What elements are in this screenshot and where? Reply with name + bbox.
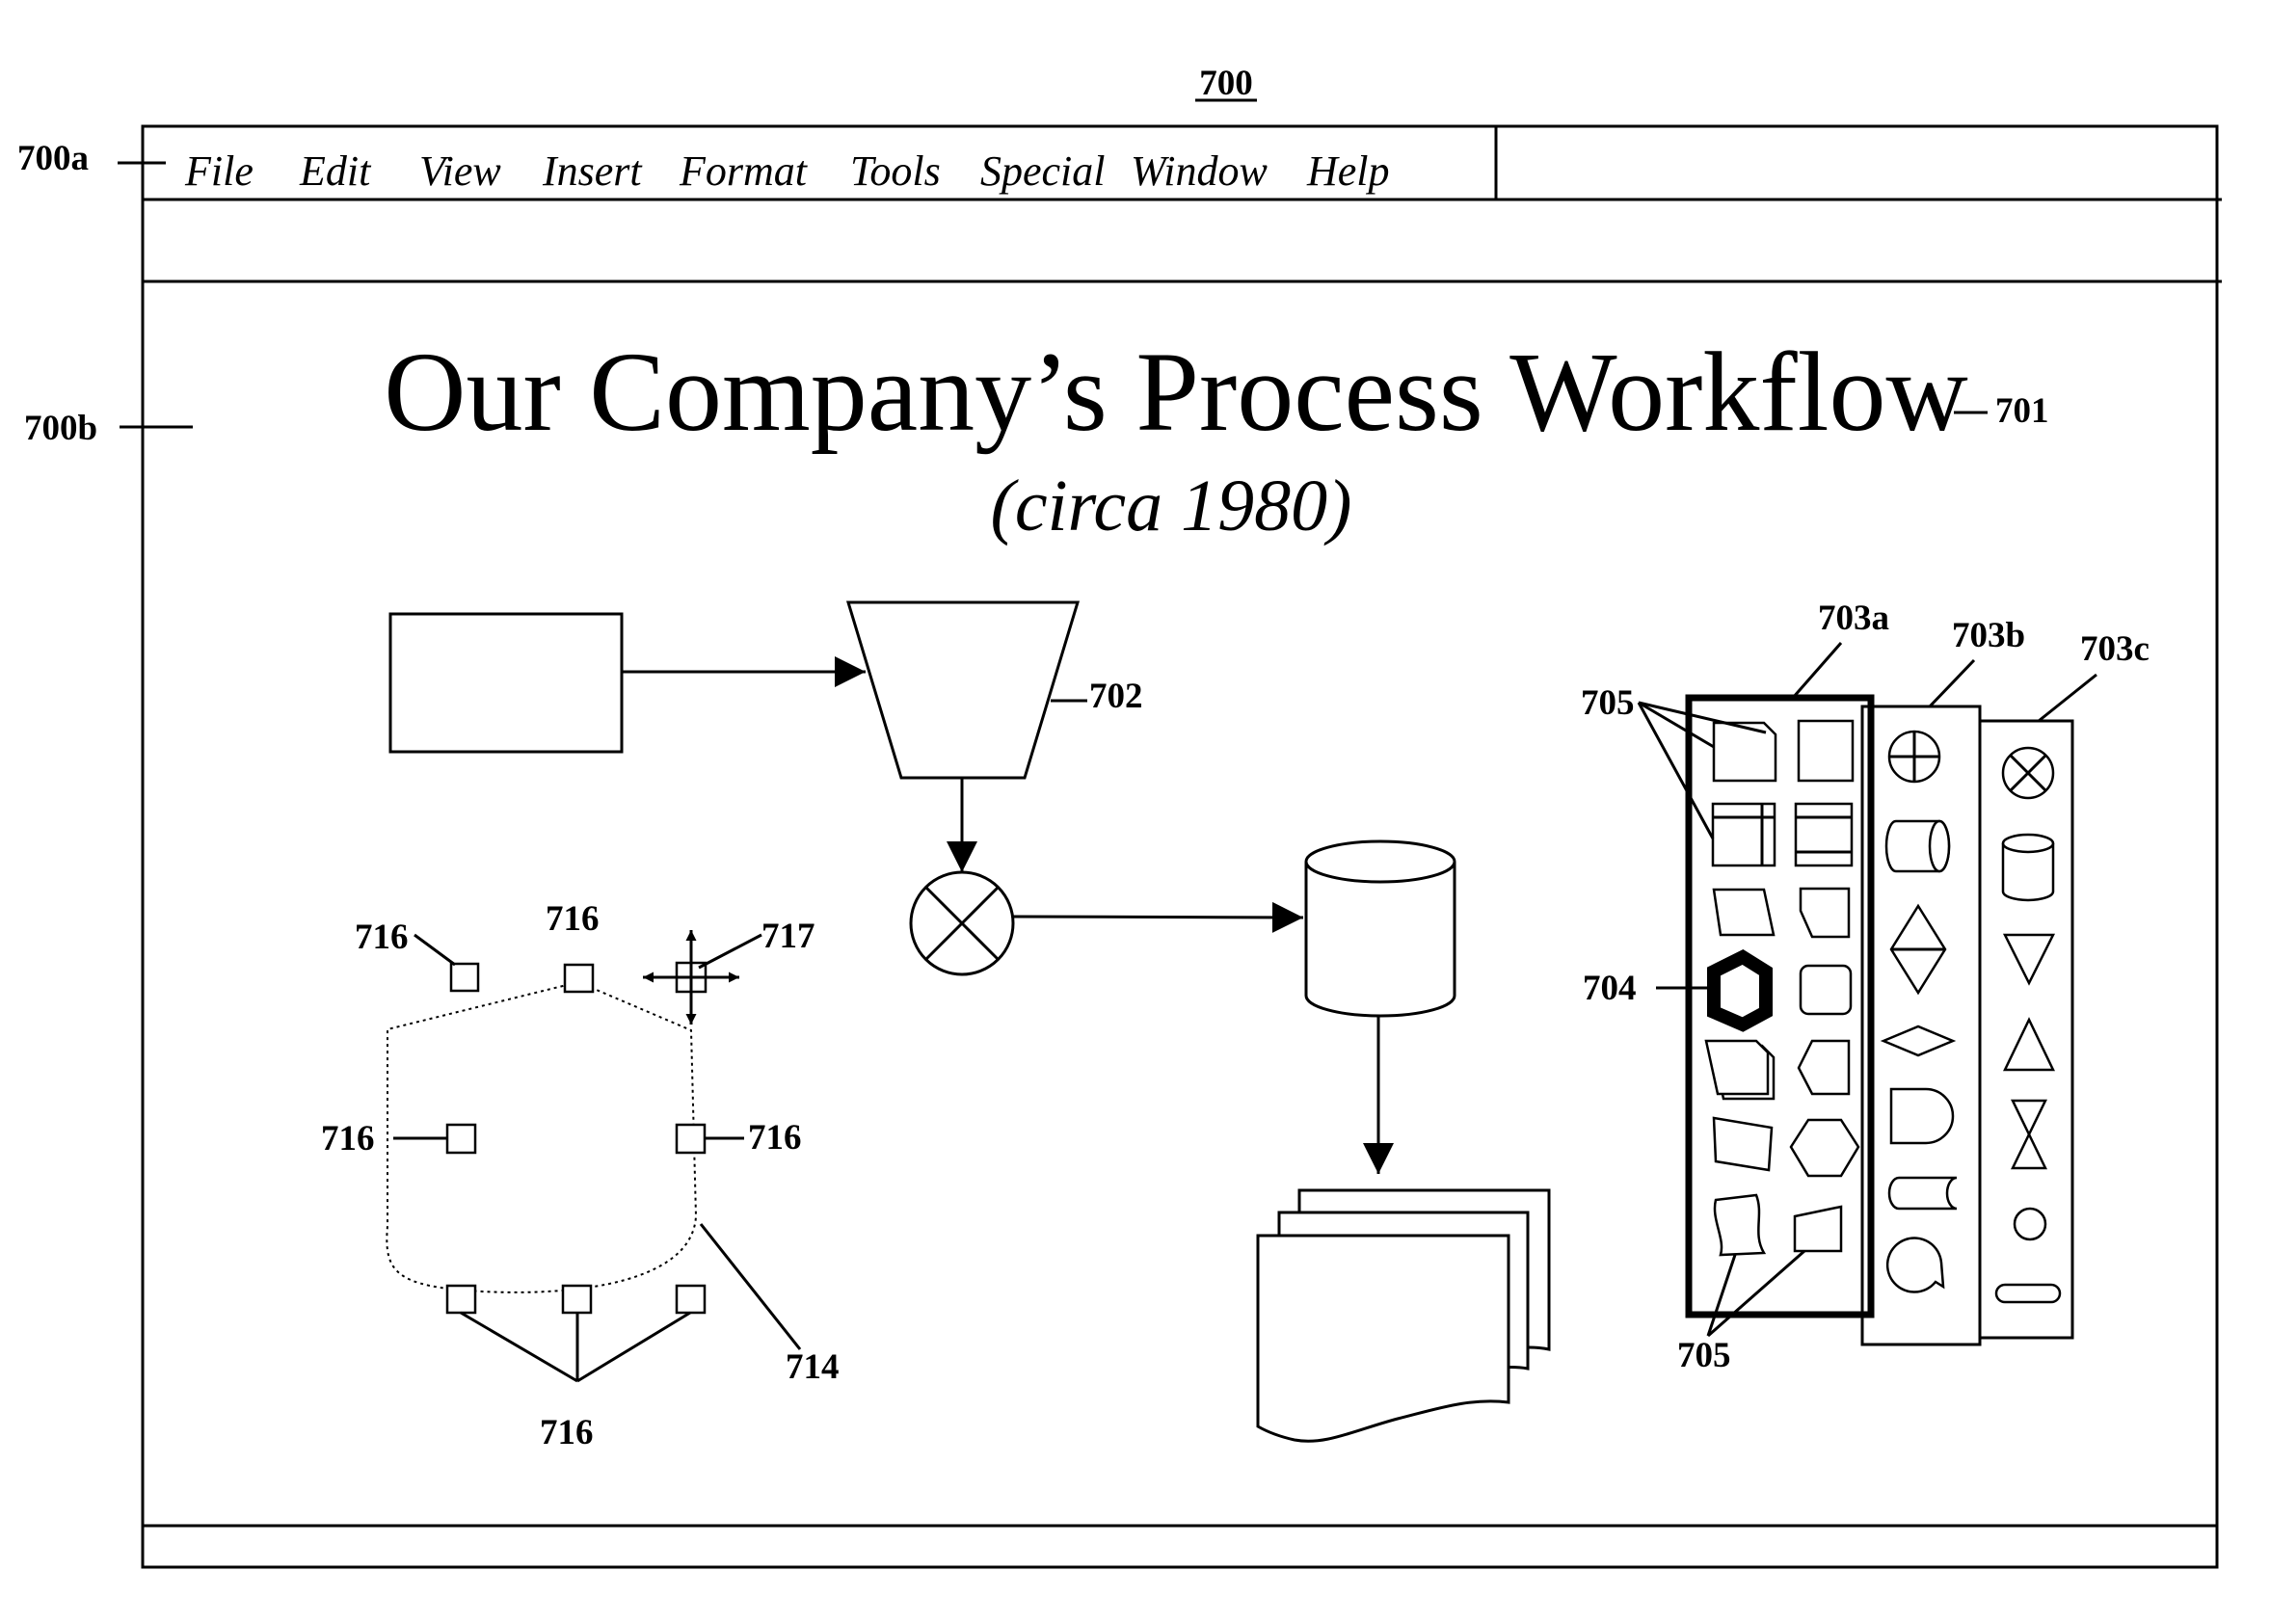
handle-bottom-right[interactable]	[677, 1286, 705, 1313]
process-box[interactable]	[390, 614, 622, 752]
menu-format[interactable]: Format	[679, 147, 809, 195]
menu-special[interactable]: Special	[980, 147, 1106, 195]
circle-x-icon[interactable]	[2003, 748, 2053, 798]
menu-insert[interactable]: Insert	[542, 147, 643, 195]
ref-title: 701	[1995, 391, 2049, 431]
palette-b-hcyl-end	[1930, 821, 1949, 871]
ref-dotted-shape: 714	[786, 1347, 840, 1387]
ref-palette-c-leader	[2039, 675, 2096, 721]
ref-handle-top: 716	[546, 899, 600, 939]
rounded-rect-icon[interactable]	[1801, 966, 1851, 1014]
ref-handle-bottom-leader-3	[577, 1313, 690, 1381]
palette-a-multipage-front	[1706, 1041, 1768, 1094]
small-circle-icon[interactable]	[2015, 1209, 2045, 1239]
canvas-title: Our Company’s Process Workflow	[384, 329, 1967, 455]
delay-icon[interactable]	[1891, 1089, 1953, 1143]
internal-storage-icon[interactable]	[1713, 804, 1775, 865]
figure-label: 700	[1199, 64, 1253, 103]
database-body	[1306, 862, 1455, 1016]
document-front	[1258, 1236, 1509, 1441]
wavy-shape-icon[interactable]	[1715, 1195, 1764, 1255]
menu-tools[interactable]: Tools	[850, 147, 941, 195]
card-shape-icon[interactable]	[1714, 723, 1776, 781]
ref-palette-c: 703c	[2080, 629, 2150, 669]
handle-top[interactable]	[565, 965, 593, 992]
ref-shapes-bottom: 705	[1677, 1336, 1731, 1375]
database-top	[1306, 841, 1455, 882]
ref-trapezoid: 702	[1089, 677, 1143, 716]
move-cursor-icon[interactable]	[643, 930, 739, 1025]
palette-a-storage-box	[1713, 804, 1775, 865]
off-page-icon[interactable]	[1801, 889, 1849, 937]
ref-handle-bottom: 716	[540, 1413, 594, 1452]
manual-input-icon[interactable]	[1714, 890, 1774, 935]
palette-c-cylinder-top	[2003, 835, 2053, 852]
selected-shape-group: 716 716 717 716 716 714 716	[321, 899, 840, 1452]
trapezoid-icon[interactable]	[848, 602, 1078, 778]
canvas-subtitle: (circa 1980)	[991, 466, 1352, 546]
ref-selected-shape: 704	[1583, 969, 1637, 1008]
cylinder-icon[interactable]	[2003, 835, 2053, 900]
ref-palette-a: 703a	[1818, 599, 1889, 638]
palette-a-predef-box	[1796, 804, 1852, 865]
menu-help[interactable]: Help	[1306, 147, 1390, 195]
multi-page-icon[interactable]	[1706, 1041, 1774, 1099]
ref-canvas: 700b	[24, 409, 97, 448]
parallelogram-icon[interactable]	[1714, 1118, 1772, 1170]
manual-operation-icon[interactable]	[1795, 1207, 1841, 1251]
flowchart: 702	[390, 602, 1549, 1441]
menu-window[interactable]: Window	[1131, 147, 1268, 195]
ref-palette-b: 703b	[1952, 616, 2025, 655]
arrow-junction-to-database	[1013, 917, 1303, 918]
display-icon[interactable]	[1799, 1041, 1849, 1094]
handle-top-left[interactable]	[451, 964, 478, 991]
circle-plus-icon[interactable]	[1889, 732, 1939, 782]
cylinder-icon[interactable]	[1306, 841, 1455, 1016]
hexagon-icon[interactable]	[1791, 1120, 1858, 1176]
menu-file[interactable]: File	[184, 147, 254, 195]
handle-bottom-left[interactable]	[447, 1286, 475, 1313]
ref-palette-a-leader	[1793, 643, 1841, 698]
multi-document-icon[interactable]	[1258, 1190, 1549, 1441]
shape-palettes: 703a 703b 703c 705 704 705	[1581, 599, 2150, 1375]
sequential-access-icon[interactable]	[1887, 1238, 1943, 1292]
palette-703c[interactable]	[1966, 721, 2072, 1338]
ref-handle-top-left-leader	[414, 935, 455, 965]
ref-move-cursor-leader	[699, 935, 761, 968]
ref-shapes-top-leader-1	[1639, 703, 1766, 732]
ref-handle-left: 716	[321, 1119, 375, 1158]
ref-dotted-shape-leader	[701, 1224, 800, 1349]
menu-edit[interactable]: Edit	[299, 147, 372, 195]
handle-left[interactable]	[447, 1125, 475, 1153]
ref-move-cursor: 717	[761, 917, 815, 956]
menu-bar: File Edit View Insert Format Tools Speci…	[143, 126, 2222, 200]
ref-handle-bottom-leader-1	[461, 1313, 577, 1381]
ref-palette-b-leader	[1930, 660, 1974, 706]
terminator-icon[interactable]	[1996, 1285, 2060, 1302]
stored-data-icon[interactable]	[1889, 1178, 1957, 1209]
menu-view[interactable]: View	[419, 147, 501, 195]
ref-shapes-top: 705	[1581, 683, 1635, 723]
selected-hexagon-icon[interactable]	[1714, 957, 1766, 1025]
handle-right[interactable]	[677, 1125, 705, 1153]
ref-menubar: 700a	[17, 139, 89, 178]
horizontal-cylinder-icon[interactable]	[1886, 821, 1949, 871]
ref-handle-right: 716	[748, 1118, 802, 1158]
handle-bottom-center[interactable]	[563, 1286, 591, 1313]
circle-x-icon[interactable]	[911, 872, 1013, 974]
predefined-process-icon[interactable]	[1796, 804, 1852, 865]
process-shape-icon[interactable]	[1799, 721, 1853, 781]
ref-handle-top-left: 716	[355, 918, 409, 957]
